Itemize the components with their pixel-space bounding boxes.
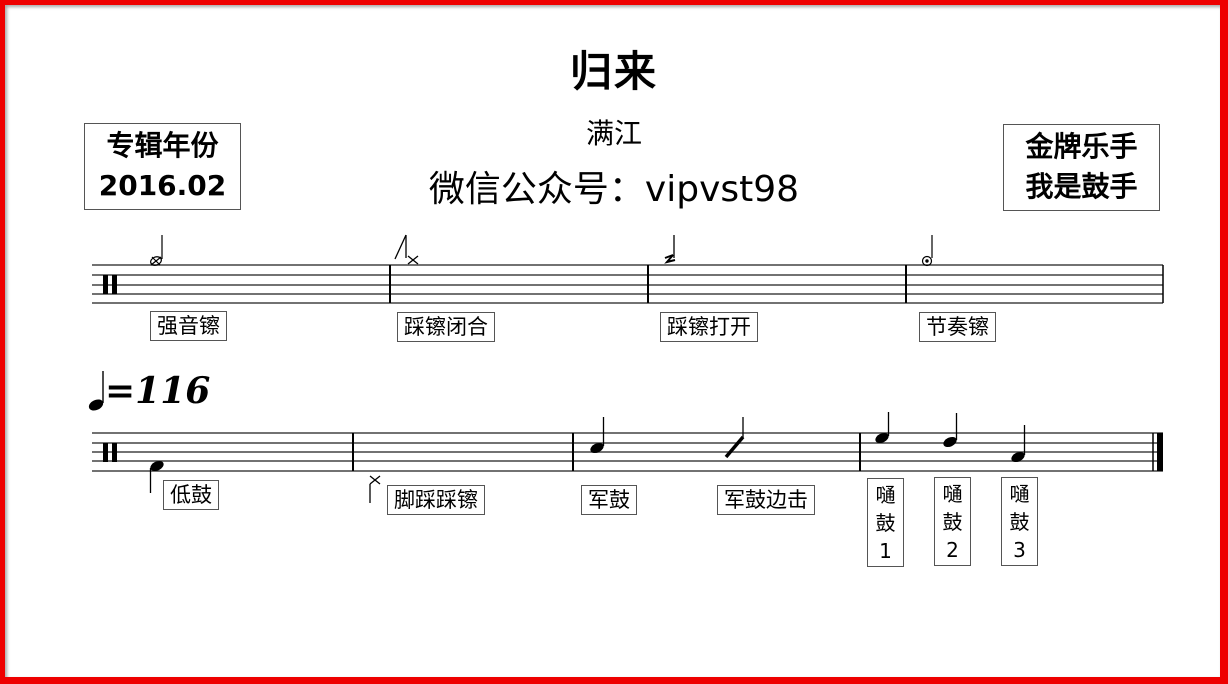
label-tom2: 嗵 鼓 2 bbox=[934, 477, 971, 566]
tempo-marking: =116 bbox=[105, 370, 210, 412]
hihat-open-note-icon bbox=[664, 235, 676, 264]
song-title: 归来 bbox=[569, 47, 658, 96]
label-hihat-closed: 踩镲闭合 bbox=[397, 312, 495, 342]
percussion-clef-row2 bbox=[103, 443, 117, 462]
foot-hihat-note-icon bbox=[369, 475, 381, 503]
brand-box: 金牌乐手 我是鼓手 bbox=[1003, 124, 1160, 211]
percussion-clef-row1 bbox=[103, 275, 117, 294]
album-year-box: 专辑年份 2016.02 bbox=[84, 123, 241, 210]
label-hihat-open: 踩镲打开 bbox=[660, 312, 758, 342]
label-bass-drum: 低鼓 bbox=[163, 480, 219, 510]
staff-row1 bbox=[92, 264, 1163, 304]
final-barline bbox=[1157, 433, 1163, 471]
tom2-note-icon bbox=[943, 413, 958, 448]
tempo-quarter-note-icon bbox=[88, 371, 104, 411]
barlines-row1 bbox=[389, 265, 1164, 303]
crash-note-icon bbox=[150, 235, 163, 266]
ride-note-icon bbox=[921, 235, 933, 267]
tempo-value: =116 bbox=[105, 370, 211, 412]
brand-line2: 我是鼓手 bbox=[1025, 170, 1138, 203]
tom1-note-icon bbox=[875, 412, 890, 444]
label-foot-hihat: 脚踩踩镲 bbox=[387, 485, 485, 515]
label-snare: 军鼓 bbox=[581, 485, 637, 515]
label-crash: 强音镲 bbox=[150, 311, 227, 341]
artist-name: 满江 bbox=[585, 117, 642, 150]
label-rimshot: 军鼓边击 bbox=[717, 485, 815, 515]
snare-note-icon bbox=[590, 417, 605, 454]
wechat-account: 微信公众号：vipvst98 bbox=[428, 169, 800, 210]
barlines-row2 bbox=[352, 433, 1154, 471]
album-year-label: 专辑年份 bbox=[106, 129, 219, 162]
label-ride: 节奏镲 bbox=[919, 312, 996, 342]
brand-line1: 金牌乐手 bbox=[1025, 130, 1138, 163]
staff-row2 bbox=[92, 432, 1163, 472]
label-tom1: 嗵 鼓 1 bbox=[867, 478, 904, 567]
label-tom3: 嗵 鼓 3 bbox=[1001, 477, 1038, 566]
album-year-value: 2016.02 bbox=[98, 169, 227, 202]
tom3-note-icon bbox=[1011, 425, 1026, 463]
bass-drum-note-icon bbox=[149, 460, 164, 493]
rimshot-note-icon bbox=[724, 417, 745, 459]
hihat-closed-note-icon bbox=[394, 234, 419, 265]
